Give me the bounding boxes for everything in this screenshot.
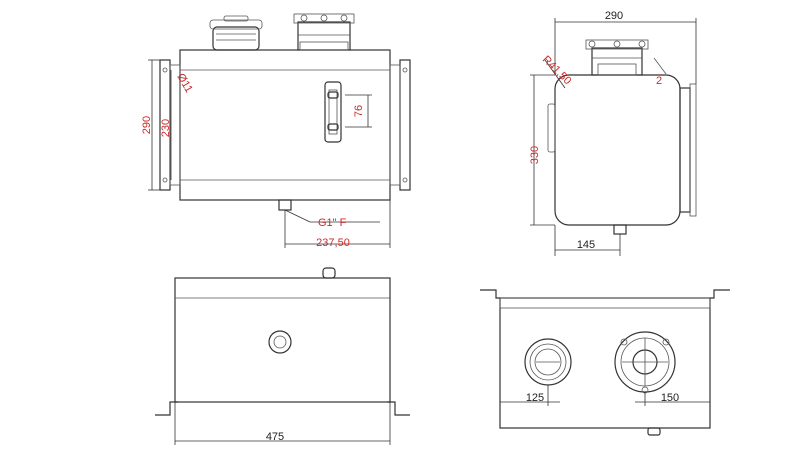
side-filler-cap <box>209 15 263 51</box>
top-filler-cap <box>524 338 572 386</box>
dim-end-small: 2 <box>656 75 662 87</box>
front-view: 475 <box>155 267 410 445</box>
dim-top-cap-left: 125 <box>526 392 544 404</box>
top-suction-fitting <box>614 331 676 394</box>
top-left-bracket <box>480 289 500 299</box>
side-suction-fitting <box>293 13 355 51</box>
top-tank-body <box>499 297 711 429</box>
side-tank-body <box>179 49 391 201</box>
top-view: 125 150 <box>480 289 730 436</box>
dim-end-height: 330 <box>529 146 541 164</box>
front-right-foot <box>387 401 410 416</box>
dim-end-width: 290 <box>605 10 623 22</box>
end-bottom-port <box>613 224 627 235</box>
dim-end-port-offset: 145 <box>577 239 595 251</box>
side-right-flange <box>399 59 411 191</box>
top-right-bracket <box>710 289 730 299</box>
dim-port-thread: G1" F <box>318 217 347 229</box>
dim-top-cap-right: 150 <box>661 392 679 404</box>
end-view: 290 330 R41,50 2 145 <box>529 10 697 256</box>
front-port-outer <box>268 330 292 354</box>
dim-side-outer-height: 290 <box>141 116 153 134</box>
end-tank-body <box>554 74 681 226</box>
end-flange <box>679 87 691 213</box>
front-top-nub <box>322 267 336 279</box>
dim-front-length: 475 <box>266 431 284 443</box>
dim-side-inner-height: 230 <box>160 119 172 137</box>
end-top-fitting <box>585 39 667 76</box>
side-level-indicator <box>324 81 342 143</box>
front-left-foot <box>155 401 178 416</box>
front-tank-body <box>174 277 391 403</box>
side-view: 76 G1" F 237,50 290 230 Ø11 <box>141 13 411 249</box>
dim-hole-diameter: Ø11 <box>174 72 194 95</box>
dim-port-offset: 237,50 <box>316 237 350 249</box>
side-bottom-port <box>278 199 292 211</box>
dim-window-height: 76 <box>353 105 365 117</box>
top-bottom-port <box>647 427 661 436</box>
